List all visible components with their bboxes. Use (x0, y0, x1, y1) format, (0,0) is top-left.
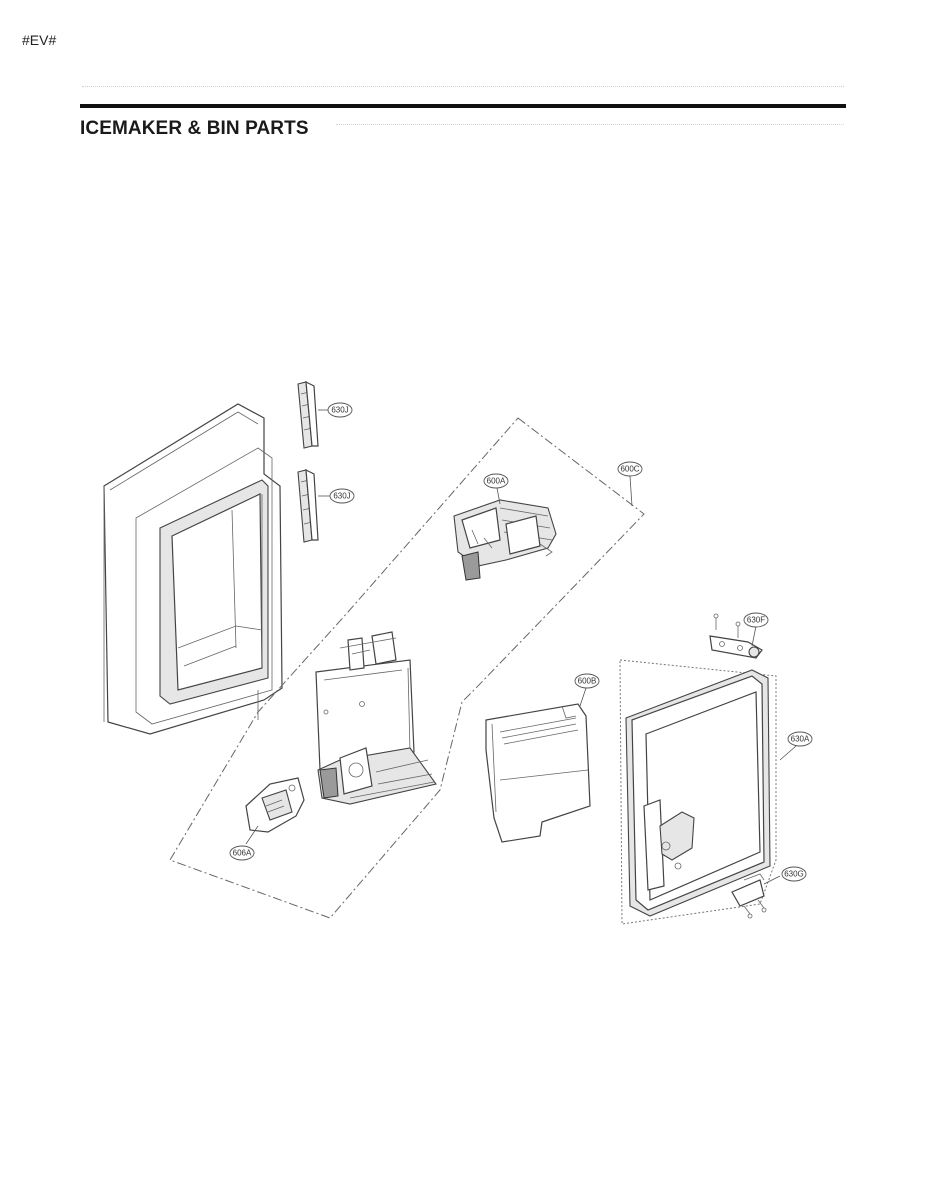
title-rule (80, 104, 846, 108)
svg-text:630J: 630J (331, 406, 348, 415)
part-630F[interactable] (709, 613, 763, 659)
callout-630J-lower[interactable]: 630J (329, 488, 355, 504)
leader-630A (779, 745, 797, 761)
svg-text:606A: 606A (233, 849, 252, 858)
leader-630F (751, 625, 757, 647)
callout-600C[interactable]: 600C (617, 461, 643, 477)
icemaker-bracket-assembly (315, 631, 437, 805)
callout-630F[interactable]: 630F (743, 612, 769, 628)
callout-600B[interactable]: 600B (574, 673, 600, 689)
callout-630A[interactable]: 630A (787, 731, 813, 747)
header-dotted-rule (82, 86, 844, 87)
leader-600B (579, 687, 587, 707)
part-606A[interactable] (245, 777, 305, 833)
assembly-600C-outline (169, 417, 645, 919)
svg-text:630F: 630F (747, 616, 765, 625)
part-630A[interactable] (625, 669, 771, 917)
leader-600C (629, 475, 633, 507)
svg-text:600A: 600A (487, 477, 506, 486)
part-630J-upper[interactable] (297, 380, 319, 449)
part-600A[interactable] (453, 499, 557, 581)
page-title: ICEMAKER & BIN PARTS (80, 118, 309, 139)
part-630G[interactable] (731, 873, 767, 919)
callout-606A[interactable]: 606A (229, 845, 255, 861)
callout-630G[interactable]: 630G (781, 866, 807, 882)
svg-text:600B: 600B (578, 677, 597, 686)
page-tag: #EV# (22, 32, 57, 48)
part-630J-lower[interactable] (297, 468, 319, 543)
callout-630J-upper[interactable]: 630J (327, 402, 353, 418)
title-dotted-rule (336, 124, 844, 125)
svg-text:630J: 630J (333, 492, 350, 501)
callout-600A[interactable]: 600A (483, 473, 509, 489)
leader-600A (496, 487, 501, 505)
svg-text:630G: 630G (784, 870, 804, 879)
door-liner-drawing (103, 403, 283, 735)
leader-630G (763, 875, 781, 885)
part-600B[interactable] (485, 703, 591, 843)
svg-text:630A: 630A (791, 735, 810, 744)
svg-text:600C: 600C (620, 465, 639, 474)
leader-606A (245, 825, 259, 845)
